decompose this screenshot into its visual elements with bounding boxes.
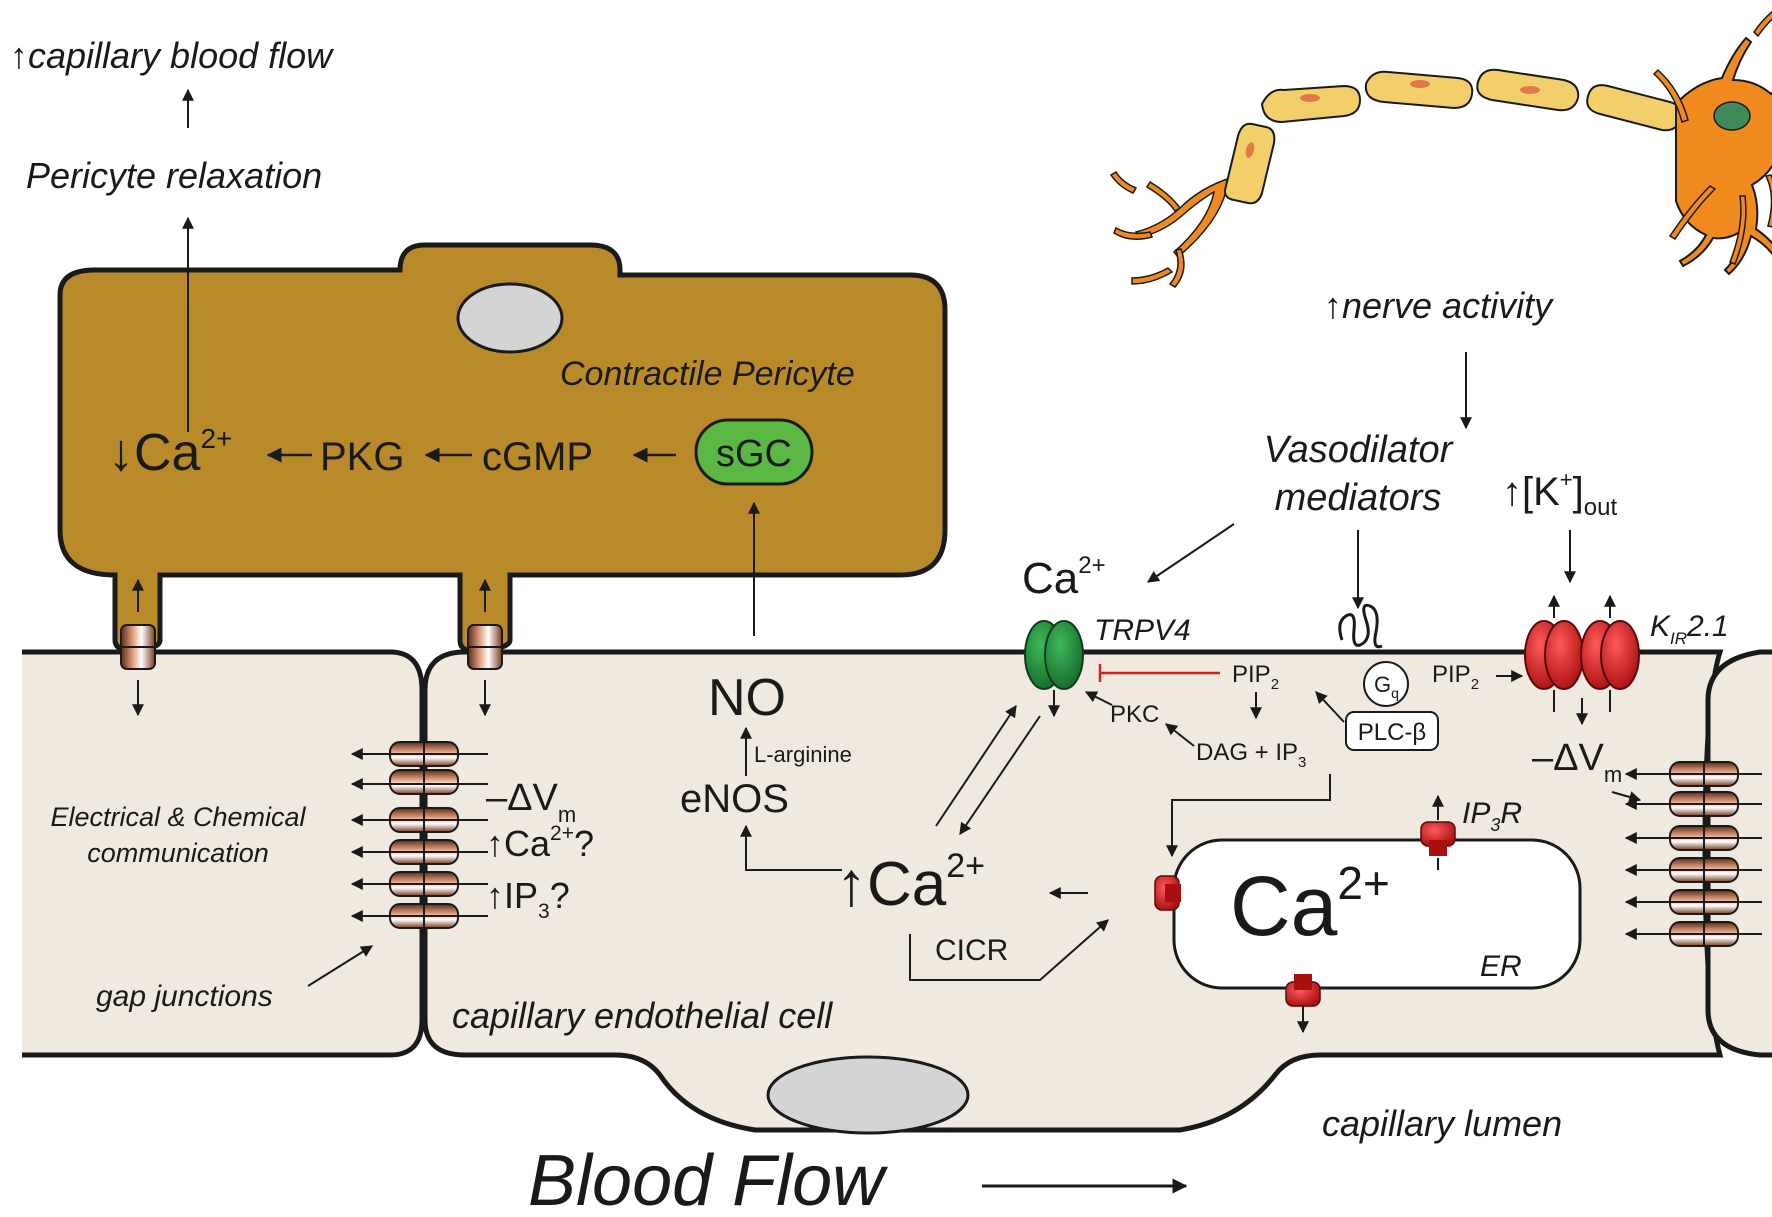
arrow-plc-to-pip2 <box>1315 691 1345 723</box>
l-arginine-label: L-arginine <box>754 742 852 767</box>
neuron-soma <box>1675 36 1772 276</box>
gap-junction-stack-right <box>1624 761 1762 947</box>
pkc-label: PKC <box>1110 701 1159 728</box>
stimulus-labels: ↑nerve activity Vasodilator mediators ↑[… <box>1147 285 1617 610</box>
trpv4-label: TRPV4 <box>1094 614 1191 647</box>
communication-line2: communication <box>87 838 269 868</box>
vasodilator-line1: Vasodilator <box>1264 429 1454 471</box>
dendrites <box>1652 10 1772 265</box>
trpv4-channel: Ca2+ TRPV4 <box>1022 552 1220 718</box>
peg-junction-right <box>467 578 503 717</box>
ip3r-channel-bottom <box>1285 974 1321 1034</box>
axon-terminal <box>1109 170 1232 288</box>
pip2-right-label: PIP2 <box>1432 661 1479 693</box>
kir-dvm-label: –ΔVm <box>1532 737 1622 787</box>
endothelial-cell-label: capillary endothelial cell <box>452 995 833 1036</box>
cicr-loop <box>909 919 1109 981</box>
ip3r-label: IP3R <box>1462 797 1522 835</box>
ip3r-channel-left <box>1154 875 1181 911</box>
enos-label: eNOS <box>680 777 789 821</box>
cicr-label: CICR <box>935 934 1008 967</box>
gap-junction <box>389 769 459 795</box>
myelin-sheath <box>1224 68 1682 205</box>
arrow-trpv4-to-ca <box>959 715 1041 835</box>
arrow-mediators-to-trpv4 <box>1147 523 1235 583</box>
sgc-label: sGC <box>716 433 792 475</box>
sgc-enzyme <box>694 418 814 486</box>
myelin-nuclei <box>1245 80 1540 158</box>
nerve-activity-label: ↑nerve activity <box>1324 285 1554 326</box>
blood-flow-label: Blood Flow <box>528 1141 888 1217</box>
kir-channels: KIR2.1 –ΔVm <box>1524 594 1729 803</box>
er-ca-label: Ca2+ <box>1230 857 1390 953</box>
arrow-ca-to-enos <box>740 824 842 871</box>
outcome-group: ↑capillary blood flow Pericyte relaxatio… <box>10 35 334 196</box>
k-out-label: ↑[K+]out <box>1502 467 1617 521</box>
bottom-labels: capillary endothelial cell capillary lum… <box>452 995 1562 1217</box>
er-label: ER <box>1480 950 1522 983</box>
plc-label: PLC-β <box>1358 719 1426 746</box>
pkg-label: PKG <box>320 435 404 479</box>
contractile-pericyte-label: Contractile Pericyte <box>560 355 855 393</box>
pericyte-nucleus <box>456 282 564 354</box>
gap-junctions-label: gap junctions <box>96 980 273 1013</box>
arrow-ca-to-trpv4 <box>935 705 1017 827</box>
arrow-pkc-to-trpv4 <box>1084 691 1113 706</box>
ca-increase-label: ↑Ca2+ <box>836 847 985 919</box>
communication-labels: Electrical & Chemical communication –ΔVm… <box>50 777 594 1013</box>
neuron-nucleus <box>1713 101 1751 131</box>
gap-junction-stack-left <box>350 741 488 929</box>
arrow-dvm-to-gap <box>1611 791 1642 803</box>
dag-ip3-label: DAG + IP3 <box>1196 739 1306 771</box>
no-pathway: NO L-arginine eNOS <box>680 501 852 871</box>
capillary-lumen-label: capillary lumen <box>1322 1103 1562 1144</box>
kir-channel-2 <box>1580 620 1640 690</box>
kir-channel-1 <box>1524 620 1584 690</box>
er-body <box>1172 838 1582 990</box>
right-endothelial-cell <box>1705 649 1772 1058</box>
capillary-blood-flow-label: ↑capillary blood flow <box>10 35 334 76</box>
endothelial-layer <box>22 649 1772 1135</box>
peg-junctions <box>120 578 503 717</box>
cytosolic-ca: ↑Ca2+ CICR <box>836 705 1109 981</box>
neuron <box>1109 10 1772 288</box>
peg-junction-left <box>120 578 156 717</box>
pericyte-cell: Contractile Pericyte ↓Ca2+ PKG cGMP sGC <box>57 216 948 653</box>
trpv4-ca-label: Ca2+ <box>1022 552 1106 603</box>
gj-dvm-label: –ΔVm <box>486 777 576 827</box>
ip3r-channel-top <box>1420 794 1456 870</box>
kir-label: KIR2.1 <box>1650 610 1729 648</box>
gq-label: Gq <box>1374 672 1399 701</box>
gq-protein <box>1363 661 1409 707</box>
gpcr-receptor <box>1338 603 1383 649</box>
vasodilator-line2: mediators <box>1275 477 1442 519</box>
cgmp-label: cGMP <box>482 435 593 479</box>
endoplasmic-reticulum: Ca2+ ER IP3R <box>1154 774 1582 1034</box>
gj-ca-label: ↑Ca2+? <box>486 822 594 864</box>
plc-box <box>1345 711 1439 751</box>
endothelial-nucleus <box>766 1055 970 1135</box>
pip2-left-label: PIP2 <box>1232 661 1279 693</box>
arrow-ip3-to-ip3r <box>1166 774 1331 858</box>
pericyte-body <box>57 242 948 653</box>
gj-ip3-label: ↑IP3? <box>486 875 570 923</box>
pericyte-relaxation-label: Pericyte relaxation <box>26 155 322 196</box>
arrow-dag-to-pkc <box>1165 723 1195 747</box>
plc-cascade: PIP2 DAG + IP3 PKC Gq PLC-β PIP2 <box>1084 603 1524 771</box>
arrow-to-gap-junction <box>307 945 374 987</box>
pericyte-ca-label: ↓Ca2+ <box>108 423 232 482</box>
communication-line1: Electrical & Chemical <box>50 802 306 832</box>
trpv4-subunit-right <box>1044 620 1084 690</box>
no-label: NO <box>708 669 786 727</box>
